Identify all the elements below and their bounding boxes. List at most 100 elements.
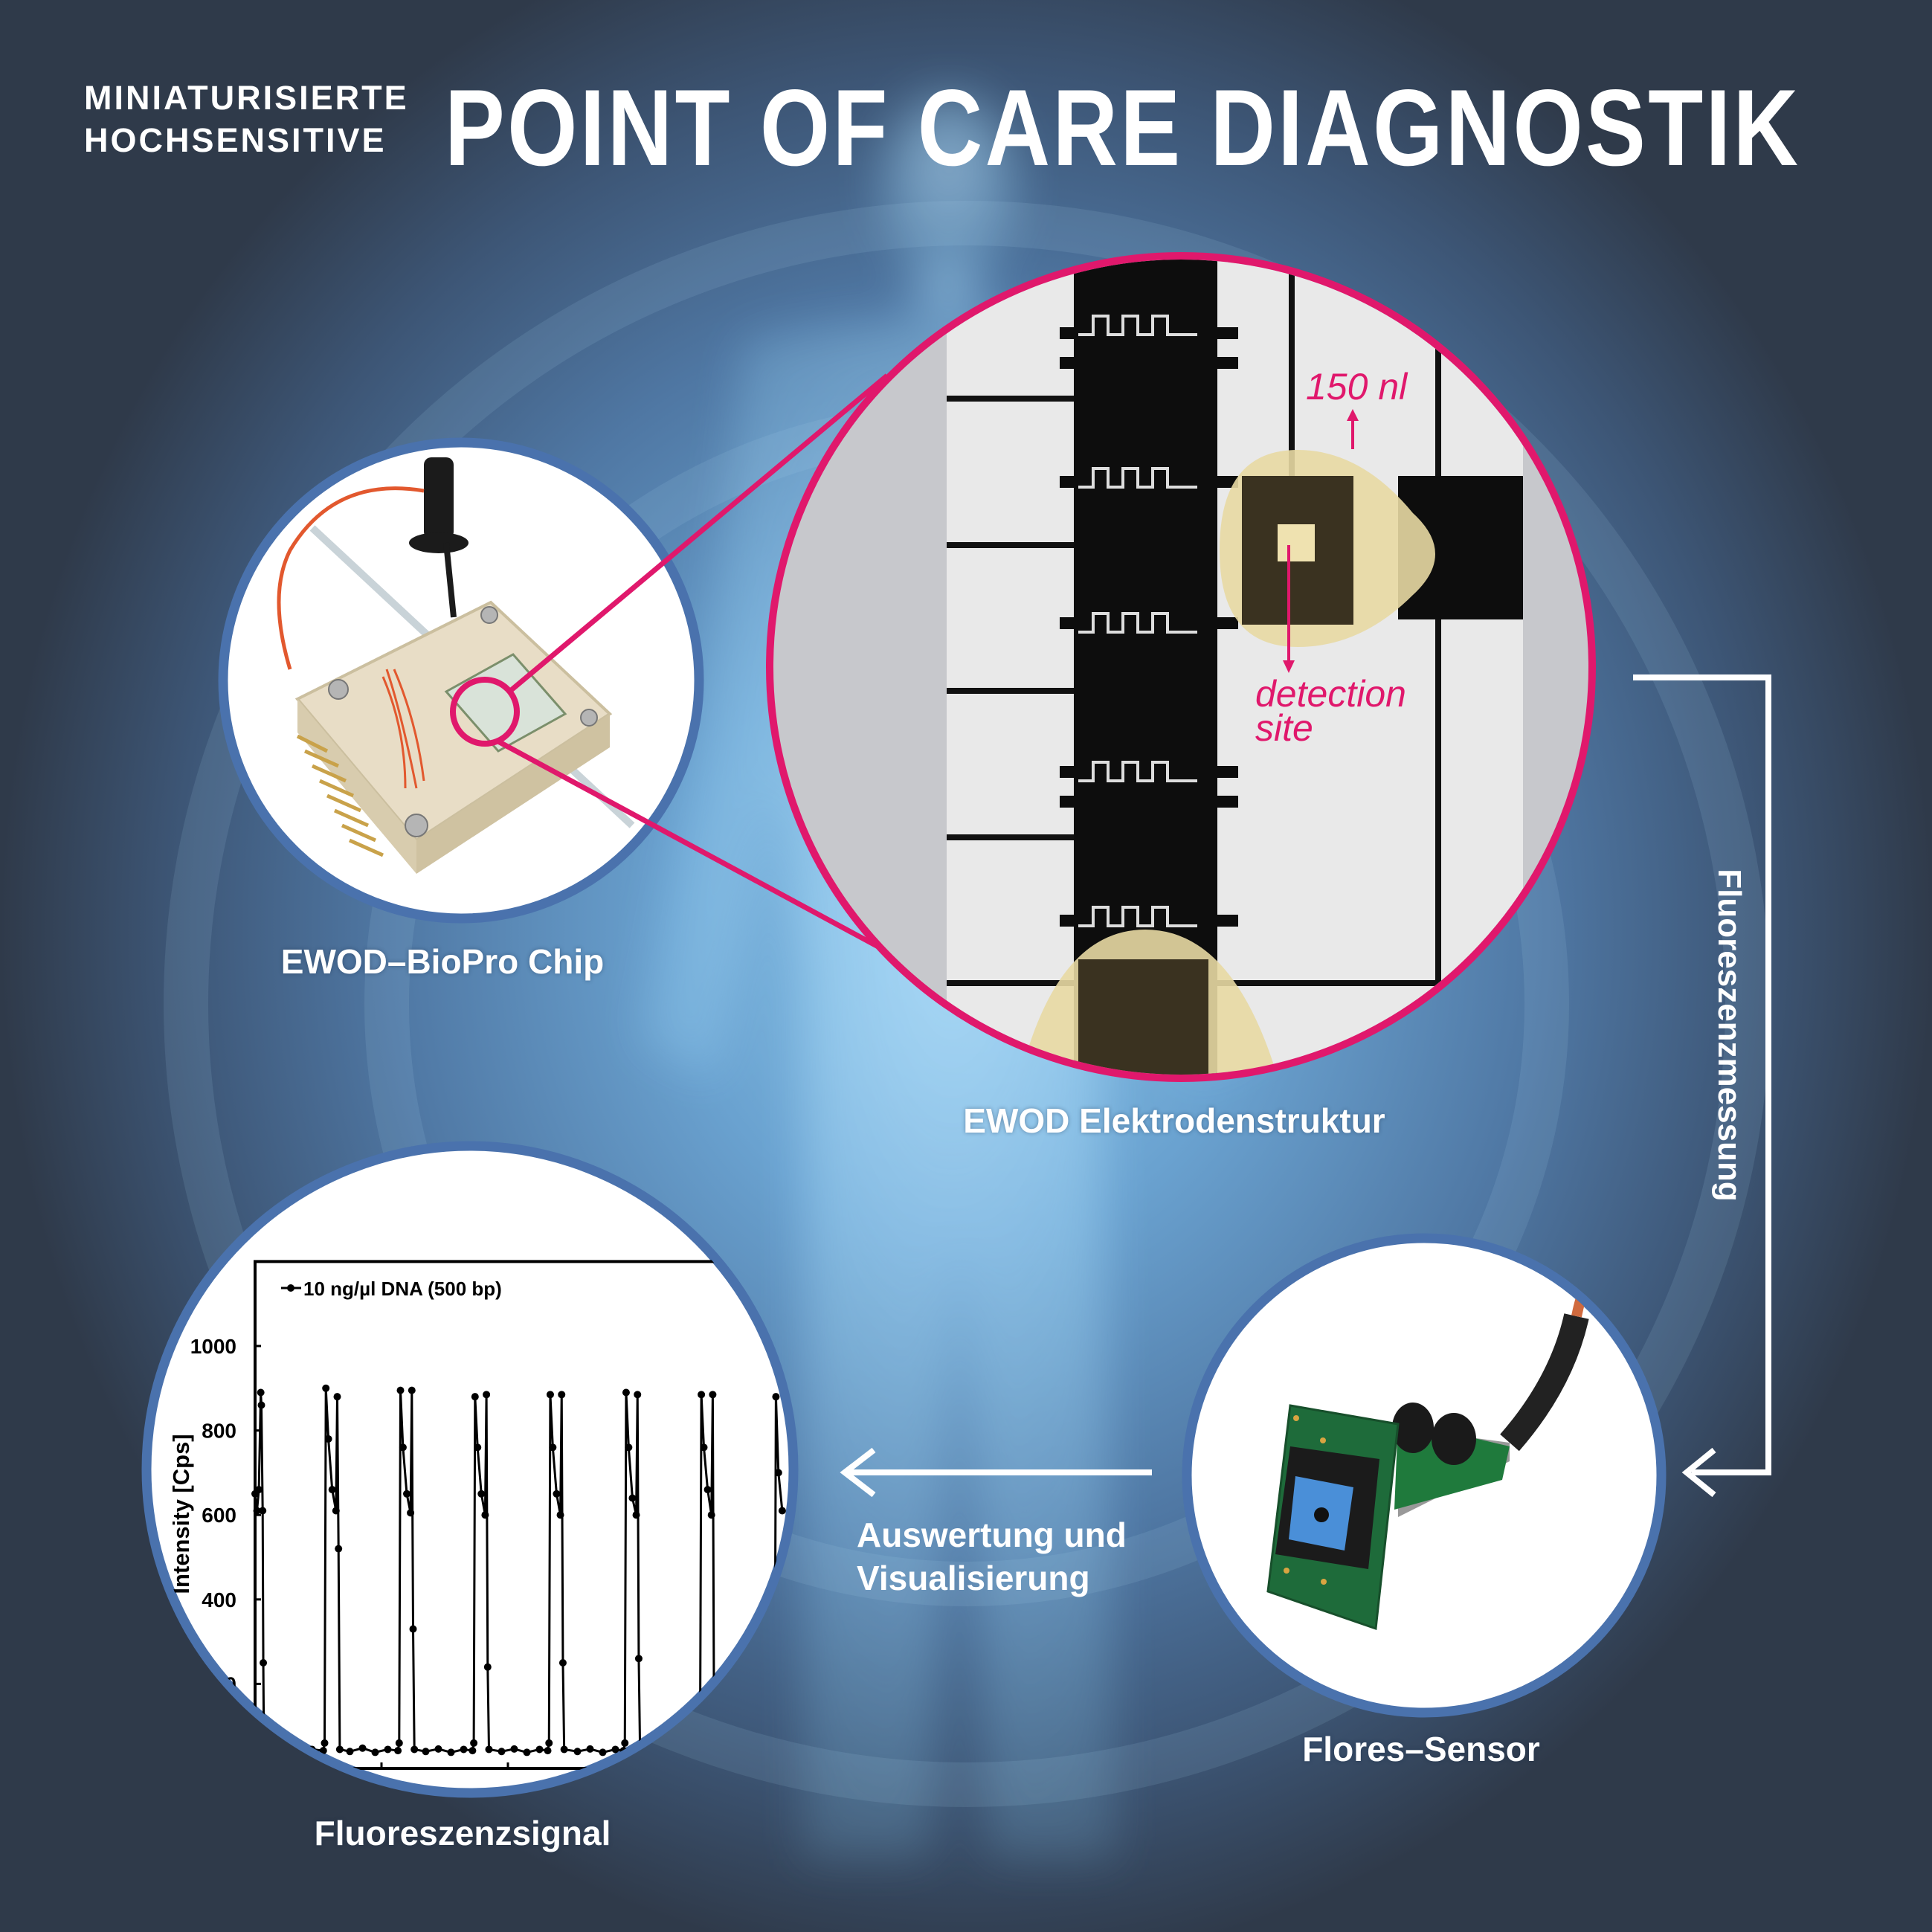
data-point (409, 1625, 417, 1633)
measurement-label: Fluoreszenzmessung (1711, 869, 1748, 1202)
data-point (394, 1747, 402, 1755)
data-point (725, 1748, 733, 1756)
detection-line-1: detection (1255, 673, 1406, 715)
data-point (371, 1748, 379, 1756)
data-point (328, 1486, 336, 1494)
data-point (674, 1748, 683, 1756)
sensor-cable (1500, 1313, 1589, 1452)
page-title: POINT OF CARE DIAGNOSTIK (445, 67, 1801, 188)
data-point (322, 1384, 330, 1392)
data-point (750, 1748, 759, 1756)
data-point (558, 1391, 566, 1399)
y-tick-label: 0 (225, 1757, 236, 1780)
data-point (434, 1745, 442, 1753)
data-point (257, 1401, 265, 1409)
data-point (335, 1545, 343, 1553)
y-tick-label: 800 (202, 1420, 236, 1443)
data-point (257, 1388, 265, 1397)
data-point (481, 1511, 489, 1519)
data-point (470, 1739, 478, 1747)
data-point (687, 1745, 695, 1754)
data-point (447, 1748, 455, 1756)
data-point (270, 1748, 278, 1756)
data-point (253, 1507, 261, 1515)
subtitle-line-2: HOCHSENSITIVE (84, 121, 387, 159)
y-axis-label: Intensity [Cps] (168, 1434, 194, 1594)
data-point (283, 1744, 291, 1752)
data-point (621, 1739, 629, 1747)
data-point (471, 1393, 479, 1401)
data-point (358, 1744, 367, 1752)
evaluation-line-2: Visualisierung (857, 1559, 1090, 1597)
x-tick-label: 2 (376, 1788, 387, 1812)
data-point (259, 1507, 267, 1515)
electrode-label: EWOD Elektrodenstruktur (963, 1101, 1385, 1140)
data-point (346, 1748, 354, 1756)
probe-handle (424, 457, 454, 539)
data-point (738, 1745, 746, 1753)
evaluation-line-1: Auswertung und (857, 1516, 1127, 1554)
data-point (632, 1511, 640, 1519)
zoom-line-top (507, 373, 889, 694)
data-point (319, 1747, 327, 1755)
data-point (711, 1745, 719, 1754)
data-point (384, 1745, 392, 1754)
data-point (474, 1443, 482, 1452)
data-point (485, 1745, 493, 1754)
x-tick-label: 0 (249, 1788, 261, 1812)
data-point (535, 1745, 544, 1754)
magnifier-circle (450, 677, 520, 747)
data-point (698, 1391, 706, 1399)
legend-label: 10 ng/µl DNA (500 bp) (303, 1278, 502, 1300)
sensor-photo (1182, 1233, 1667, 1718)
data-point (335, 1745, 344, 1754)
data-point (407, 1509, 415, 1517)
data-point (560, 1745, 568, 1754)
data-point (774, 1469, 782, 1477)
data-point (483, 1663, 492, 1671)
electrode-photo (766, 252, 1596, 1082)
data-point (260, 1659, 268, 1667)
subtitle-line-1: MINIATURISIERTE (84, 79, 409, 117)
data-point (622, 1388, 630, 1397)
measurement-arrow (1633, 674, 1771, 1475)
electrode-photo-border (766, 252, 1596, 1082)
data-point (709, 1391, 717, 1399)
chip-label: EWOD–BioPro Chip (280, 942, 605, 981)
data-point (545, 1739, 553, 1747)
data-point (523, 1748, 531, 1756)
data-point (772, 1393, 780, 1401)
data-point (770, 1739, 779, 1747)
evaluation-label: Auswertung und Visualisierung (857, 1513, 1127, 1600)
detection-site (1278, 524, 1315, 561)
data-point (778, 1507, 786, 1515)
data-point (399, 1443, 407, 1452)
chip-photo (218, 437, 704, 924)
data-point (634, 1655, 643, 1663)
y-tick-label: 400 (202, 1588, 236, 1611)
data-point (556, 1511, 564, 1519)
data-point (763, 1745, 771, 1754)
data-point (333, 1393, 341, 1401)
data-point (544, 1747, 552, 1755)
y-tick-label: 600 (202, 1504, 236, 1527)
data-point (558, 1659, 567, 1667)
detection-line-2: site (1255, 707, 1313, 749)
data-point (700, 1443, 708, 1452)
data-point (696, 1739, 704, 1747)
data-point (586, 1745, 594, 1753)
data-point (410, 1745, 419, 1754)
data-point (599, 1748, 607, 1756)
data-point (611, 1745, 619, 1754)
data-point (549, 1443, 557, 1452)
red-wire (277, 486, 425, 670)
data-point (662, 1745, 670, 1753)
data-point (332, 1507, 340, 1515)
data-point (770, 1747, 777, 1755)
data-point (707, 1511, 715, 1519)
detection-site-annotation: detection site (1255, 673, 1406, 749)
data-point (260, 1745, 268, 1754)
data-point (546, 1391, 554, 1399)
signal-label: Fluoreszenzsignal (314, 1814, 611, 1852)
